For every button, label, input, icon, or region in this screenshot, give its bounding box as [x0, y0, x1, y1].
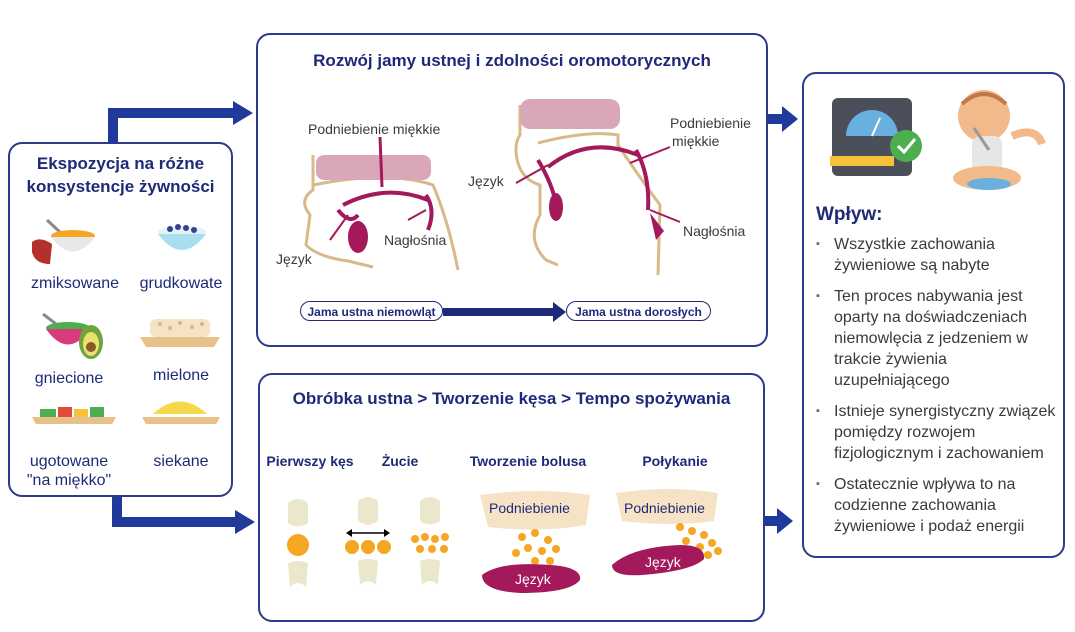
- bolus-palate-label: Podniebienie: [489, 500, 570, 516]
- stage-first-bite: Pierwszy kęs: [266, 453, 354, 469]
- chewing-teeth-icon: [345, 497, 391, 585]
- impact-item: Ten proces nabywania jest oparty na dośw…: [816, 286, 1056, 391]
- bolus-formation-icon: [480, 491, 590, 593]
- swallow-tongue-label: Język: [645, 554, 681, 570]
- arrow-process-impact: [777, 508, 793, 534]
- arrow-to-oral: [108, 108, 235, 142]
- swallow-palate-label: Podniebienie: [624, 500, 705, 516]
- food-label-minced: mielone: [152, 367, 210, 384]
- blended-food-icon: [32, 218, 95, 264]
- impact-item: Istnieje synergistyczny związek pomiędzy…: [816, 401, 1056, 464]
- minced-food-icon: [140, 319, 220, 347]
- arrow-oral-impact: [782, 106, 798, 132]
- adult-epiglottis-label: Nagłośnia: [683, 223, 746, 239]
- food-icons: [32, 218, 220, 424]
- oral-title: Rozwój jamy ustnej i zdolności oromotory…: [313, 51, 711, 70]
- impact-item: Wszystkie zachowania żywieniowe są nabyt…: [816, 234, 1056, 276]
- adult-oral-cavity-icon: [514, 99, 681, 276]
- timeline-arrow-shaft: [443, 308, 555, 316]
- impact-illustration: [830, 90, 1046, 190]
- stage-chewing: Żucie: [381, 453, 419, 469]
- chopped-food-icon: [142, 401, 220, 424]
- timeline-arrow-head: [553, 302, 566, 322]
- food-label-soft-line1: ugotowane: [29, 453, 109, 470]
- impact-title: Wpływ:: [816, 204, 883, 225]
- stage-swallowing: Połykanie: [642, 453, 708, 469]
- arrow-head-oral: [233, 101, 253, 125]
- infant-epiglottis-label: Nagłośnia: [384, 232, 447, 248]
- impact-list: Wszystkie zachowania żywieniowe są nabyt…: [816, 234, 1056, 547]
- lumpy-food-icon: [158, 224, 206, 250]
- infant-tongue-label: Język: [276, 251, 312, 267]
- impact-panel: Wpływ: Wszystkie zachowania żywieniowe s…: [802, 72, 1065, 558]
- processing-illustration: [287, 489, 722, 593]
- infant-oral-cavity-icon: [303, 136, 460, 271]
- first-bite-teeth-icon: [287, 499, 309, 587]
- food-label-chopped: siekane: [153, 453, 209, 470]
- food-label-blended: zmiksowane: [30, 275, 120, 292]
- infant-mouth-pill: Jama ustna niemowląt: [300, 301, 443, 321]
- food-label-soft-line2: "na miękko": [26, 472, 112, 489]
- soft-cooked-food-icon: [32, 407, 116, 424]
- exposure-title-line1: Ekspozycja na różne: [36, 154, 205, 173]
- food-label-mashed: gniecione: [34, 370, 104, 387]
- exposure-panel: Ekspozycja na różne konsystencje żywnośc…: [8, 142, 233, 497]
- processing-title: Obróbka ustna > Tworzenie kęsa > Tempo s…: [292, 389, 731, 408]
- oral-development-panel: Rozwój jamy ustnej i zdolności oromotory…: [256, 33, 768, 347]
- arrow-head-process: [235, 510, 255, 534]
- food-label-lumpy: grudkowate: [139, 275, 223, 292]
- baby-eating-icon: [953, 90, 1046, 190]
- adult-tongue-label: Język: [468, 173, 504, 189]
- grinding-teeth-icon: [411, 497, 449, 585]
- swallowing-icon: [612, 489, 722, 576]
- arrow-to-process: [112, 497, 237, 527]
- exposure-title-line2: konsystencje żywności: [26, 177, 215, 196]
- impact-item: Ostatecznie wpływa to na codzienne zacho…: [816, 474, 1056, 537]
- bolus-tongue-label: Język: [515, 571, 551, 587]
- oral-processing-panel: Obróbka ustna > Tworzenie kęsa > Tempo s…: [258, 373, 765, 622]
- adult-soft-palate-label-line2: miękkie: [672, 133, 720, 149]
- mashed-food-icon: [42, 312, 103, 359]
- adult-mouth-pill: Jama ustna dorosłych: [566, 301, 711, 321]
- oral-anatomy-illustration: [303, 99, 681, 322]
- scale-icon: [830, 98, 922, 176]
- adult-soft-palate-label-line1: Podniebienie: [670, 115, 751, 131]
- infant-soft-palate-label: Podniebienie miękkie: [308, 121, 441, 137]
- stage-bolus-formation: Tworzenie bolusa: [469, 453, 587, 469]
